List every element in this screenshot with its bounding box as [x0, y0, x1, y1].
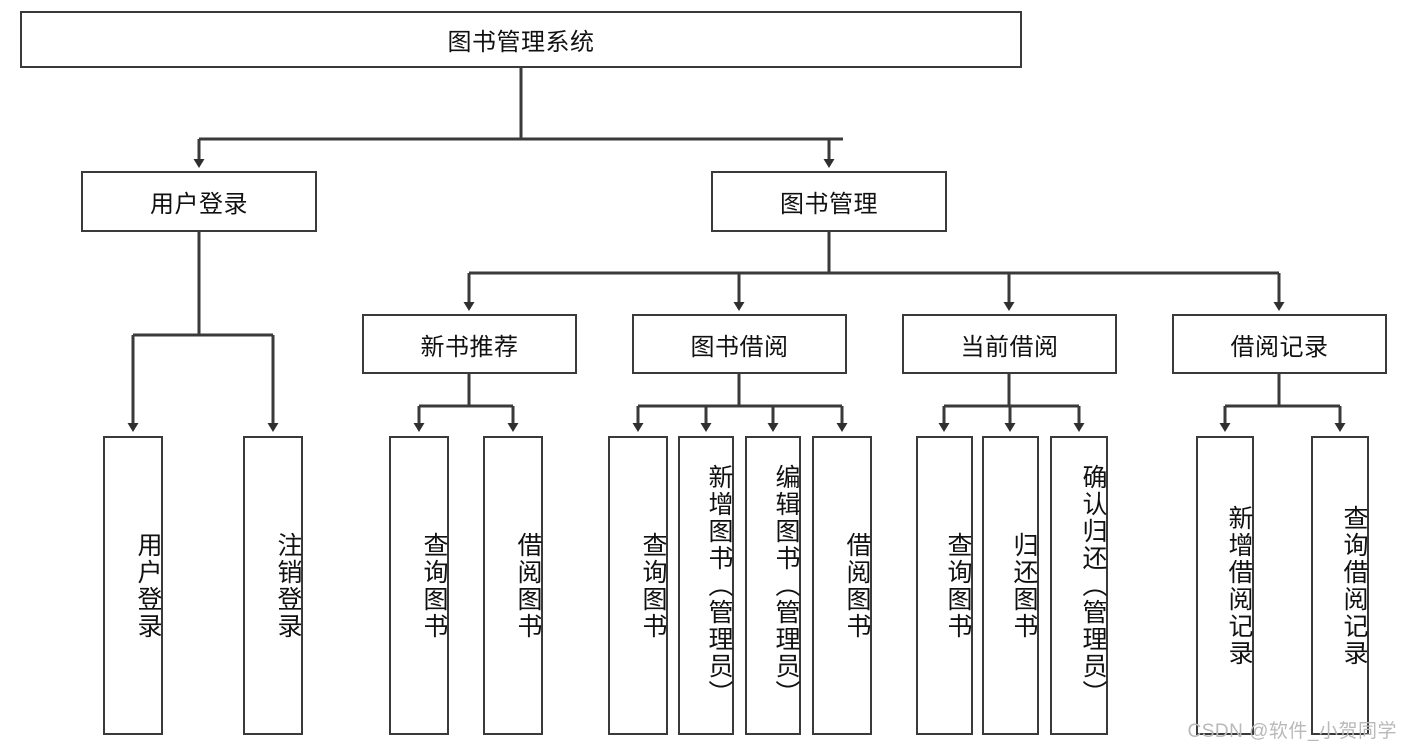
node-leaf-add-book-label: 新增图书（管理员）	[705, 464, 733, 707]
node-leaf-borrow-book-1-label: 借阅图书	[514, 531, 542, 640]
node-new-book-rec-label: 新书推荐	[420, 333, 519, 361]
node-leaf-user-login[interactable]: 用户登录	[103, 436, 163, 735]
node-book-borrow-label: 图书借阅	[690, 333, 789, 361]
node-leaf-query-book-3-label: 查询图书	[944, 531, 972, 640]
node-book-manage[interactable]: 图书管理	[711, 171, 947, 232]
node-book-borrow[interactable]: 图书借阅	[632, 314, 847, 374]
node-leaf-confirm-return[interactable]: 确认归还（管理员）	[1050, 436, 1108, 735]
node-root-label: 图书管理系统	[447, 29, 595, 56]
node-leaf-borrow-book-1[interactable]: 借阅图书	[483, 436, 543, 735]
node-user-login[interactable]: 用户登录	[81, 171, 317, 232]
node-leaf-user-logout-label: 注销登录	[274, 531, 302, 640]
node-current-borrow-label: 当前借阅	[960, 333, 1059, 361]
node-leaf-query-book-2-label: 查询图书	[639, 531, 667, 640]
node-leaf-borrow-book-2[interactable]: 借阅图书	[812, 436, 872, 735]
node-user-login-label: 用户登录	[150, 191, 248, 218]
node-leaf-query-book-1-label: 查询图书	[420, 531, 448, 640]
node-borrow-record[interactable]: 借阅记录	[1172, 314, 1387, 374]
node-leaf-add-record[interactable]: 新增借阅记录	[1196, 436, 1254, 735]
node-leaf-query-record-label: 查询借阅记录	[1340, 504, 1368, 667]
node-book-manage-label: 图书管理	[780, 191, 878, 218]
node-leaf-user-logout[interactable]: 注销登录	[243, 436, 303, 735]
node-leaf-edit-book-label: 编辑图书（管理员）	[772, 464, 800, 707]
node-leaf-add-record-label: 新增借阅记录	[1225, 504, 1253, 667]
node-leaf-query-book-3[interactable]: 查询图书	[916, 436, 973, 735]
node-leaf-borrow-book-2-label: 借阅图书	[843, 531, 871, 640]
node-new-book-rec[interactable]: 新书推荐	[362, 314, 577, 374]
csdn-watermark: CSDN @软件_小贺同学	[1187, 721, 1397, 742]
node-borrow-record-label: 借阅记录	[1230, 333, 1329, 361]
node-leaf-user-login-label: 用户登录	[134, 531, 162, 640]
node-leaf-query-book-1[interactable]: 查询图书	[389, 436, 449, 735]
node-leaf-return-book-label: 归还图书	[1010, 531, 1038, 640]
node-leaf-confirm-return-label: 确认归还（管理员）	[1079, 464, 1107, 707]
node-root[interactable]: 图书管理系统	[20, 11, 1022, 68]
node-current-borrow[interactable]: 当前借阅	[902, 314, 1117, 374]
node-leaf-add-book[interactable]: 新增图书（管理员）	[678, 436, 734, 735]
node-leaf-edit-book[interactable]: 编辑图书（管理员）	[745, 436, 801, 735]
node-leaf-return-book[interactable]: 归还图书	[982, 436, 1039, 735]
node-leaf-query-book-2[interactable]: 查询图书	[608, 436, 668, 735]
node-leaf-query-record[interactable]: 查询借阅记录	[1311, 436, 1369, 735]
